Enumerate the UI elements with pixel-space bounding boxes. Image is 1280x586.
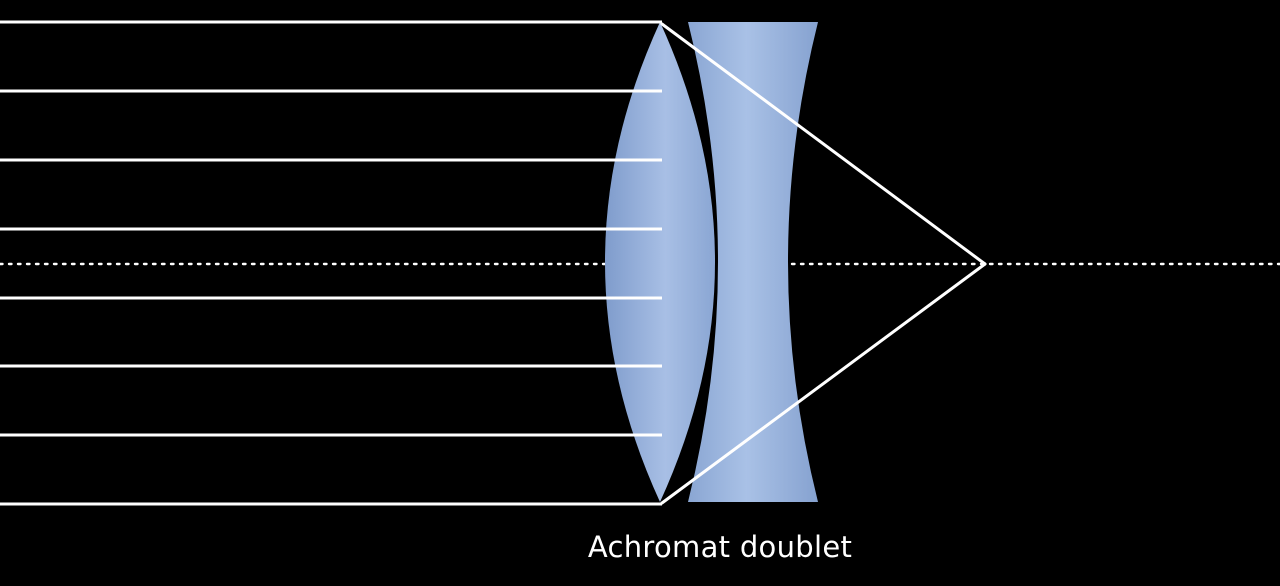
biconvex-lens xyxy=(605,22,715,502)
lower-converging-ray xyxy=(660,262,987,505)
incoming-rays xyxy=(0,20,662,506)
upper-converging-ray xyxy=(660,22,987,266)
diagram-caption: Achromat doublet xyxy=(587,530,853,564)
converging-rays xyxy=(660,22,987,505)
biconcave-lens xyxy=(688,22,818,502)
